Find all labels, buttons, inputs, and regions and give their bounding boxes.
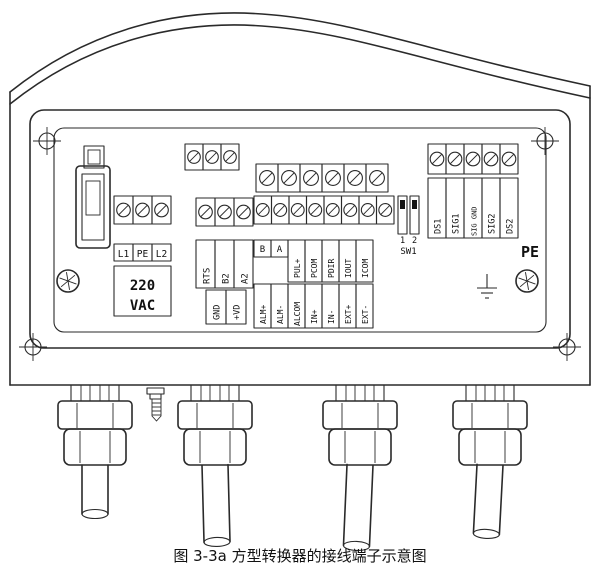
screw-terminal: [255, 163, 279, 193]
cable-2: [201, 463, 231, 548]
screw-terminal: [343, 163, 367, 193]
vent-screw: [146, 387, 165, 422]
cable-1: [81, 464, 109, 520]
terminal-label: EXT-: [361, 305, 370, 324]
voltage-value: 220: [130, 278, 155, 294]
cable-4: [472, 463, 504, 540]
terminal-label: L2: [156, 249, 167, 260]
terminal-label: PCOM: [310, 259, 319, 278]
terminal-label: ALM+: [259, 305, 268, 324]
terminal-label: B: [260, 245, 265, 255]
switch-position-label: 2: [412, 236, 417, 246]
screw-terminal: [445, 143, 465, 175]
screw-terminal: [233, 197, 254, 227]
io-labels-lower: ALM+ ALM- ALCOM IN+ IN- EXT+ EXT-: [253, 283, 374, 329]
switch-position-label: 1: [400, 236, 405, 246]
voltage-unit: VAC: [130, 298, 155, 314]
cable-gland-3: [322, 384, 398, 466]
screw-terminal: [214, 197, 235, 227]
terminal-label: SIG1: [452, 214, 462, 234]
terminal-label: A: [277, 245, 283, 255]
screw-terminal: [288, 195, 308, 225]
figure-caption: 图 3-3a 方型转换器的接线端子示意图: [173, 547, 426, 565]
cable-3: [342, 463, 374, 552]
terminal-label: +VD: [233, 305, 243, 320]
terminal-label: A2: [241, 273, 251, 284]
terminal-label: IN-: [327, 310, 336, 324]
terminal-label: ALM-: [276, 305, 285, 324]
screw-terminal: [463, 143, 483, 175]
panel-screw: [515, 269, 539, 293]
panel-screw: [56, 269, 80, 293]
terminal-panel: [29, 109, 571, 349]
terminal-label: DS2: [506, 219, 516, 234]
screw-terminal: [202, 143, 222, 171]
screw-terminal: [365, 163, 389, 193]
mounting-crosshair: [530, 126, 560, 156]
enclosure-outline: [9, 12, 591, 386]
io-terminal-row-lower: [253, 195, 395, 225]
terminal-label: B2: [222, 273, 232, 284]
switch-name-label: SW1: [400, 247, 416, 257]
mounting-crosshair: [552, 332, 582, 362]
screw-terminal: [113, 195, 134, 225]
comm-terminal-labels: RTS B2 A2 GND +VD: [195, 239, 254, 325]
screw-terminal: [305, 195, 325, 225]
screw-terminal: [321, 163, 345, 193]
terminal-label: EXT+: [344, 305, 353, 324]
power-terminal-block: [113, 195, 172, 225]
screw-terminal: [220, 143, 240, 171]
aux-terminal-block: [184, 143, 240, 171]
screw-terminal: [358, 195, 378, 225]
cable-gland-4: [452, 384, 528, 466]
screw-terminal: [499, 143, 519, 175]
terminal-label: IOUT: [344, 259, 353, 278]
terminal-label: SIG2: [488, 214, 498, 234]
cable-gland-1: [57, 384, 133, 466]
terminal-label: L1: [118, 249, 130, 260]
terminal-label: RTS: [203, 268, 213, 284]
fuse-holder: [75, 145, 111, 249]
io-terminal-row-upper: [255, 163, 389, 193]
screw-terminal: [132, 195, 153, 225]
screw-terminal: [277, 163, 301, 193]
sensor-terminal-labels: DS1 SIG1 SIG GND SIG2 DS2: [427, 177, 519, 239]
terminal-label: IN+: [310, 309, 319, 324]
terminal-label: ALCOM: [293, 302, 302, 326]
screw-terminal: [427, 143, 447, 175]
screw-terminal: [299, 163, 323, 193]
mounting-crosshair: [18, 332, 48, 362]
terminal-label: SIG GND: [471, 206, 479, 236]
screw-terminal: [481, 143, 501, 175]
screw-terminal: [184, 143, 204, 171]
screw-terminal: [375, 195, 395, 225]
io-labels-upper: B A PUL+ PCOM PDIR IOUT ICOM: [253, 239, 374, 283]
screw-terminal: [270, 195, 290, 225]
screw-terminal: [195, 197, 216, 227]
comm-terminal-block: [195, 197, 254, 227]
cable-gland-2: [177, 384, 253, 466]
ground-symbol: [477, 274, 497, 299]
terminal-label: PUL+: [293, 259, 302, 278]
terminal-label: ICOM: [361, 259, 370, 278]
screw-terminal: [340, 195, 360, 225]
screw-terminal: [253, 195, 273, 225]
dip-switch-sw1: 1 2 SW1: [397, 195, 420, 257]
power-terminal-labels: L1 PE L2: [113, 243, 172, 262]
screw-terminal: [323, 195, 343, 225]
terminal-label: GND: [213, 305, 223, 320]
voltage-label: 220 VAC: [113, 265, 172, 317]
terminal-label: PE: [137, 249, 149, 260]
terminal-label: PDIR: [327, 259, 336, 278]
terminal-label: DS1: [434, 219, 444, 234]
sensor-terminal-block: [427, 143, 519, 175]
pe-label: PE: [521, 243, 539, 261]
screw-terminal: [151, 195, 172, 225]
